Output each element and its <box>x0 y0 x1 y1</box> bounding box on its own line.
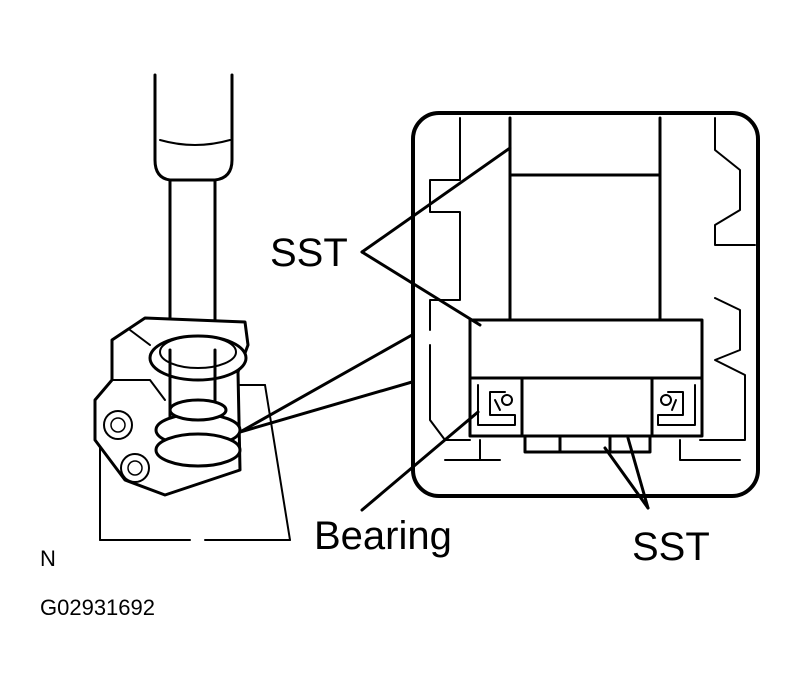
housing-block <box>93 316 291 541</box>
bearing-label: Bearing <box>314 514 452 558</box>
label-leaders <box>360 146 650 512</box>
figure-code: G02931692 <box>40 595 155 620</box>
detail-view <box>411 111 760 498</box>
detail-callout-lines <box>238 333 414 434</box>
sst-top-label: SST <box>270 231 348 275</box>
sst-bottom-label: SST <box>632 525 710 569</box>
direction-label: N <box>40 546 56 571</box>
